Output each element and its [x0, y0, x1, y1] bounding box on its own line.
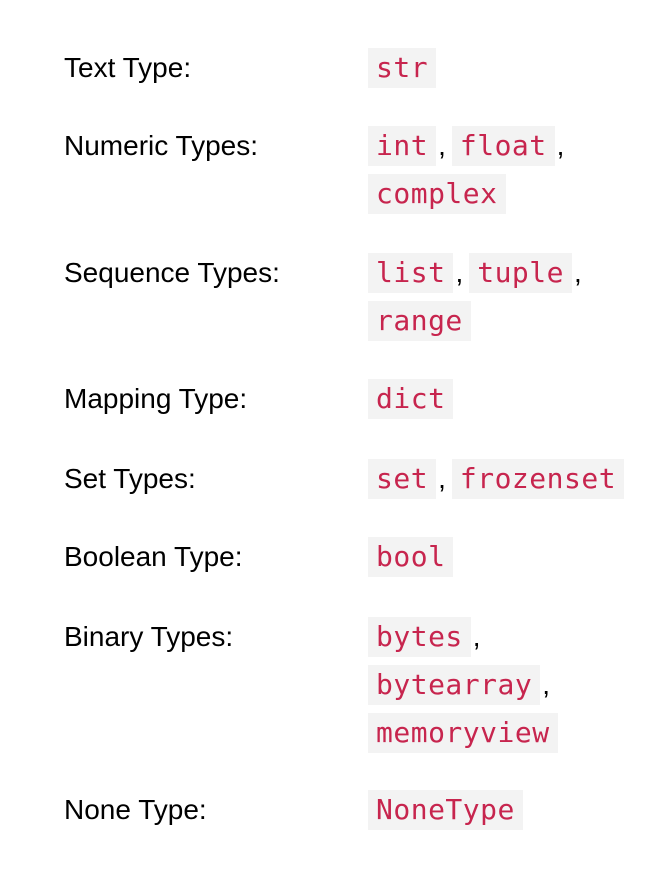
- code-token: complex: [368, 174, 506, 214]
- row-values: set,frozenset: [368, 455, 644, 503]
- code-token: memoryview: [368, 713, 558, 753]
- code-token: NoneType: [368, 790, 523, 830]
- code-token: range: [368, 301, 471, 341]
- separator: ,: [438, 130, 446, 161]
- row-values: str: [368, 44, 644, 92]
- code-token: frozenset: [451, 459, 625, 499]
- row-label: None Type:: [64, 794, 207, 825]
- separator: ,: [455, 257, 464, 288]
- row-label: Sequence Types:: [64, 257, 280, 288]
- row-values: dict: [368, 375, 644, 423]
- python-data-types-table: Text Type: str Numeric Types: int,float,…: [64, 48, 644, 850]
- row-values: int,float, complex: [368, 122, 644, 218]
- row-numeric-types: Numeric Types: int,float, complex: [64, 126, 644, 253]
- row-label: Set Types:: [64, 463, 196, 494]
- row-label: Binary Types:: [64, 621, 234, 652]
- code-token: set: [368, 459, 437, 499]
- code-token: tuple: [469, 253, 573, 293]
- code-token: bytes: [368, 617, 471, 657]
- separator: ,: [556, 130, 565, 161]
- separator: ,: [574, 257, 582, 288]
- row-values: list,tuple, range: [368, 249, 644, 345]
- row-mapping-type: Mapping Type: dict: [64, 379, 644, 459]
- row-label: Text Type:: [64, 52, 192, 83]
- code-token: bytearray: [368, 665, 541, 705]
- separator: ,: [438, 463, 446, 494]
- row-none-type: None Type: NoneType: [64, 790, 644, 850]
- code-token: bool: [368, 537, 454, 577]
- row-sequence-types: Sequence Types: list,tuple, range: [64, 253, 644, 379]
- code-token: int: [368, 126, 437, 166]
- row-label: Mapping Type:: [64, 383, 248, 414]
- row-values: bool: [368, 533, 644, 581]
- separator: ,: [472, 621, 481, 652]
- row-values: bytes, bytearray, memoryview: [368, 613, 644, 757]
- code-token: list: [368, 253, 454, 293]
- code-token: float: [451, 126, 555, 166]
- row-label: Numeric Types:: [64, 130, 258, 161]
- row-values: NoneType: [368, 786, 644, 834]
- row-boolean-type: Boolean Type: bool: [64, 537, 644, 617]
- row-binary-types: Binary Types: bytes, bytearray, memoryvi…: [64, 617, 644, 790]
- row-set-types: Set Types: set,frozenset: [64, 459, 644, 537]
- row-text-type: Text Type: str: [64, 48, 644, 126]
- separator: ,: [542, 669, 550, 700]
- code-token: str: [368, 48, 437, 88]
- row-label: Boolean Type:: [64, 541, 243, 572]
- code-token: dict: [368, 379, 454, 419]
